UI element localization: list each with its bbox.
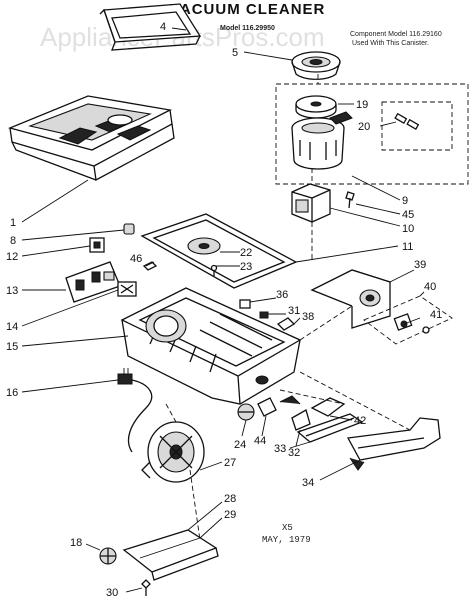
part-filter [291, 51, 341, 80]
callout-33: 33 [274, 443, 286, 455]
callout-29: 29 [224, 509, 236, 521]
part-handle [346, 417, 441, 471]
callout-40: 40 [424, 281, 436, 293]
callout-45: 45 [402, 209, 414, 221]
callout-38: 38 [302, 311, 314, 323]
callout-13: 13 [6, 285, 18, 297]
callout-16: 16 [6, 387, 18, 399]
callout-44: 44 [254, 435, 266, 447]
stamp-date: MAY, 1979 [262, 535, 311, 545]
part-bag-clip [363, 295, 453, 345]
part-fan [295, 95, 337, 119]
part-bracket [117, 261, 158, 297]
callout-41: 41 [430, 309, 442, 321]
part-motor [291, 111, 353, 170]
part-bottom-plate [99, 529, 219, 596]
part-gasket-frame [140, 213, 298, 289]
callout-42: 42 [354, 415, 366, 427]
callout-31: 31 [288, 305, 300, 317]
part-switch-plate [65, 261, 121, 303]
part-cord-reel [141, 421, 205, 483]
callout-11: 11 [402, 241, 413, 253]
part-wheels-and-latches [237, 395, 346, 431]
assembly-lines [165, 74, 411, 541]
callout-8: 8 [10, 235, 16, 247]
motor-inset-box [275, 83, 469, 185]
callout-24: 24 [234, 439, 246, 451]
callout-1: 1 [10, 217, 16, 229]
part-screw-45 [345, 191, 355, 209]
part-canister-base [120, 287, 302, 405]
part-brushes [394, 112, 420, 130]
callout-18: 18 [70, 537, 82, 549]
callout-20: 20 [358, 121, 370, 133]
callout-46: 46 [130, 253, 142, 265]
callout-14: 14 [6, 321, 18, 333]
leader-lines [21, 27, 425, 593]
part-motor-mount [291, 183, 331, 223]
callout-34: 34 [302, 477, 314, 489]
callout-5: 5 [232, 47, 238, 59]
callout-36: 36 [276, 289, 288, 301]
callout-28: 28 [224, 493, 236, 505]
part-small-fittings [239, 299, 296, 331]
part-bag-holder [310, 269, 392, 329]
callout-19: 19 [356, 99, 368, 111]
callout-4: 4 [160, 21, 166, 33]
component-note-line1: Component Model 116.29160 [350, 31, 442, 38]
part-switch [89, 237, 105, 253]
component-note-line2: Used With This Canister. [352, 40, 429, 47]
callout-9: 9 [402, 195, 408, 207]
callout-22: 22 [240, 247, 252, 259]
part-bumper [296, 413, 364, 443]
part-top-cover [7, 95, 175, 182]
part-lid [99, 3, 202, 51]
callout-32: 32 [288, 447, 300, 459]
part-knob [123, 223, 135, 235]
part-cord-plug [117, 368, 153, 453]
callout-23: 23 [240, 261, 252, 273]
callout-39: 39 [414, 259, 426, 271]
stamp-code: X5 [282, 523, 293, 533]
callout-30: 30 [106, 587, 118, 599]
diagram-title: VACUUM CLEANER [170, 1, 325, 18]
callout-numbers: 4 5 19 20 9 45 10 11 1 8 12 13 14 15 16 … [6, 21, 442, 599]
callout-12: 12 [6, 251, 18, 263]
callout-27: 27 [224, 457, 236, 469]
part-screw-23 [210, 264, 218, 276]
callout-10: 10 [402, 223, 414, 235]
callout-15: 15 [6, 341, 18, 353]
model-number: Model 116.29950 [220, 25, 275, 32]
